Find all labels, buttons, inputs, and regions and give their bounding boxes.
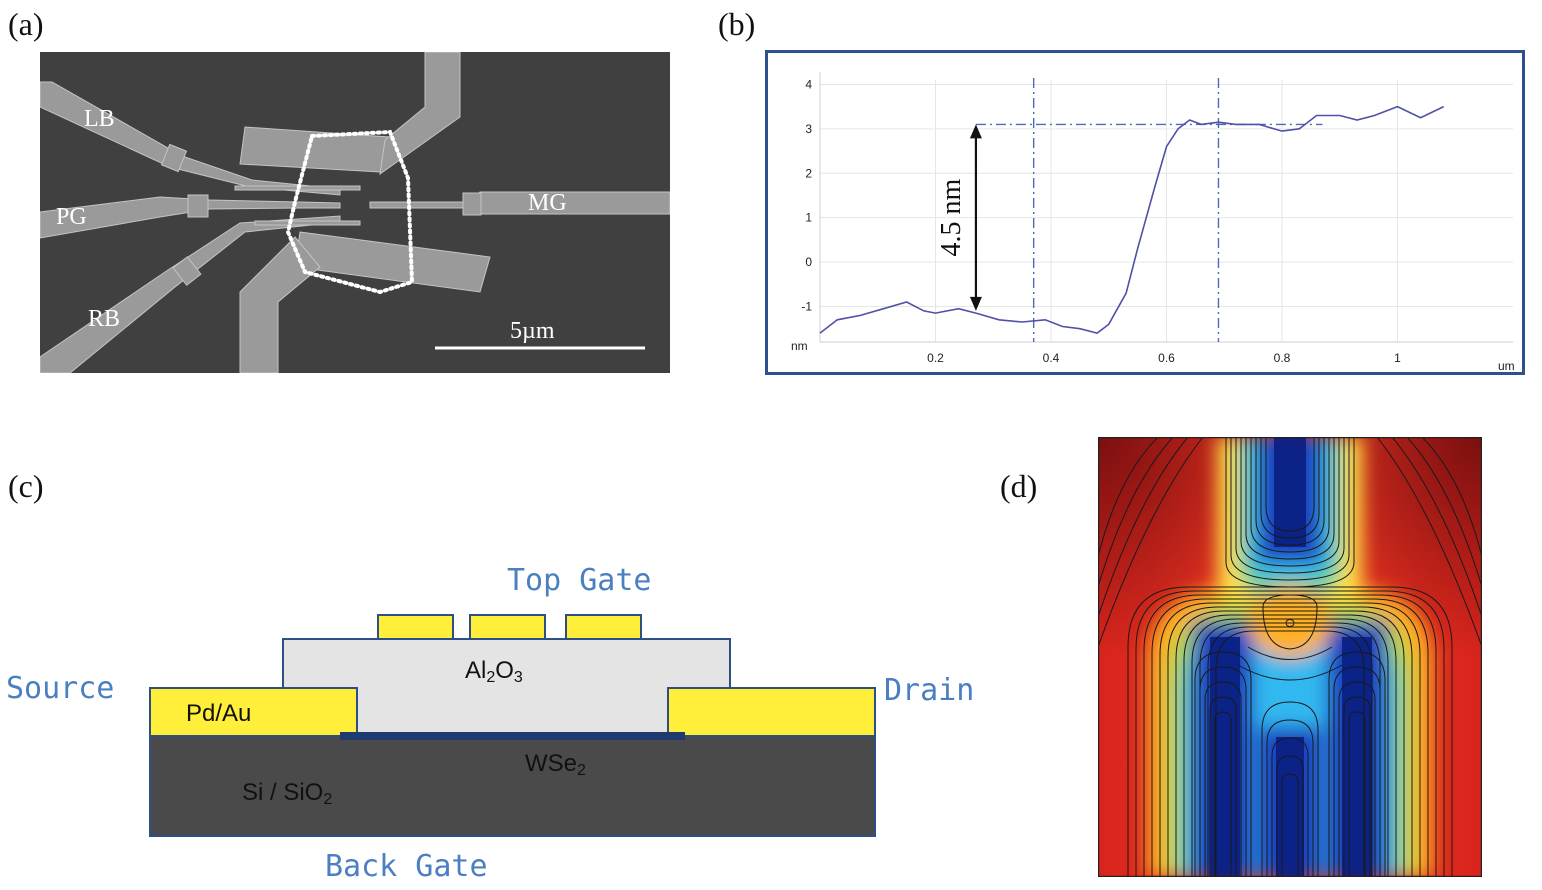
mg-label: MG (528, 190, 567, 216)
x-tick-label: 1 (1394, 351, 1401, 365)
drain-label: Drain (884, 673, 974, 708)
device-cross-section: Top Gate Source Drain Back Gate Al2O3 Pd… (6, 563, 974, 884)
lb-label: LB (84, 106, 115, 132)
rb-electrode (40, 215, 341, 373)
x-tick-label: 0.6 (1158, 351, 1175, 365)
y-tick-label: -1 (801, 299, 812, 313)
panel-c-label: (c) (8, 468, 44, 504)
saddle-point (1285, 619, 1295, 627)
x-tick-label: 0.2 (927, 351, 944, 365)
flake-outline (285, 129, 415, 295)
back-gate-label: Back Gate (325, 849, 488, 884)
panel-a-label: (a) (8, 6, 44, 42)
chart-axes: 0.2 0.4 0.6 0.8 1 4 3 2 1 0 -1 (801, 72, 1513, 365)
lb-electrode (40, 81, 341, 196)
bottom-arm (239, 236, 321, 373)
lb-electrode-tab (160, 143, 188, 173)
rb-electrode-tab (172, 256, 202, 286)
channel-label: WSe2 (525, 750, 586, 779)
source-contact (149, 687, 358, 737)
source-label: Source (6, 671, 114, 706)
panel-d-label: (d) (1000, 468, 1038, 504)
sem-image: LB PG RB MG 5µm (40, 52, 670, 373)
top-arm (379, 52, 461, 176)
y-tick-label: 1 (805, 211, 812, 225)
rb-label: RB (88, 306, 120, 332)
potential-contour-map (1098, 437, 1482, 877)
step-height-label: 4.5 nm (936, 179, 967, 257)
substrate-label: Si / SiO2 (242, 779, 332, 808)
height-profile-line (819, 105, 1445, 334)
top-gate-3 (565, 614, 642, 640)
top-gate-2 (469, 614, 546, 640)
substrate (149, 735, 876, 837)
x-tick-label: 0.4 (1043, 351, 1060, 365)
top-gate-1 (377, 614, 454, 640)
y-tick-label: 3 (805, 122, 812, 136)
drain-contact (667, 687, 876, 737)
y-tick-label: 2 (805, 166, 812, 180)
mg-electrode-tab (462, 192, 482, 216)
wse2-channel (340, 732, 685, 740)
x-tick-label: 0.8 (1274, 351, 1291, 365)
step-height-arrow (969, 124, 982, 311)
y-tick-label: 4 (805, 77, 812, 91)
chart-grid (820, 80, 1513, 342)
contact-label: Pd/Au (186, 700, 251, 727)
contour-lines (1098, 437, 1482, 877)
y-unit-label: nm (791, 339, 808, 353)
dielectric-label: Al2O3 (465, 657, 523, 686)
panel-b-label: (b) (718, 6, 756, 42)
chart-frame (765, 50, 1525, 375)
height-profile-chart: 0.2 0.4 0.6 0.8 1 4 3 2 1 0 -1 4.5 nm nm um (765, 50, 1525, 375)
pg-label: PG (56, 204, 87, 230)
x-unit-label: um (1498, 359, 1515, 373)
pg-electrode-tab (187, 194, 209, 218)
top-gate-label: Top Gate (507, 563, 652, 598)
scale-bar-label: 5µm (510, 318, 555, 344)
y-tick-label: 0 (805, 255, 812, 269)
